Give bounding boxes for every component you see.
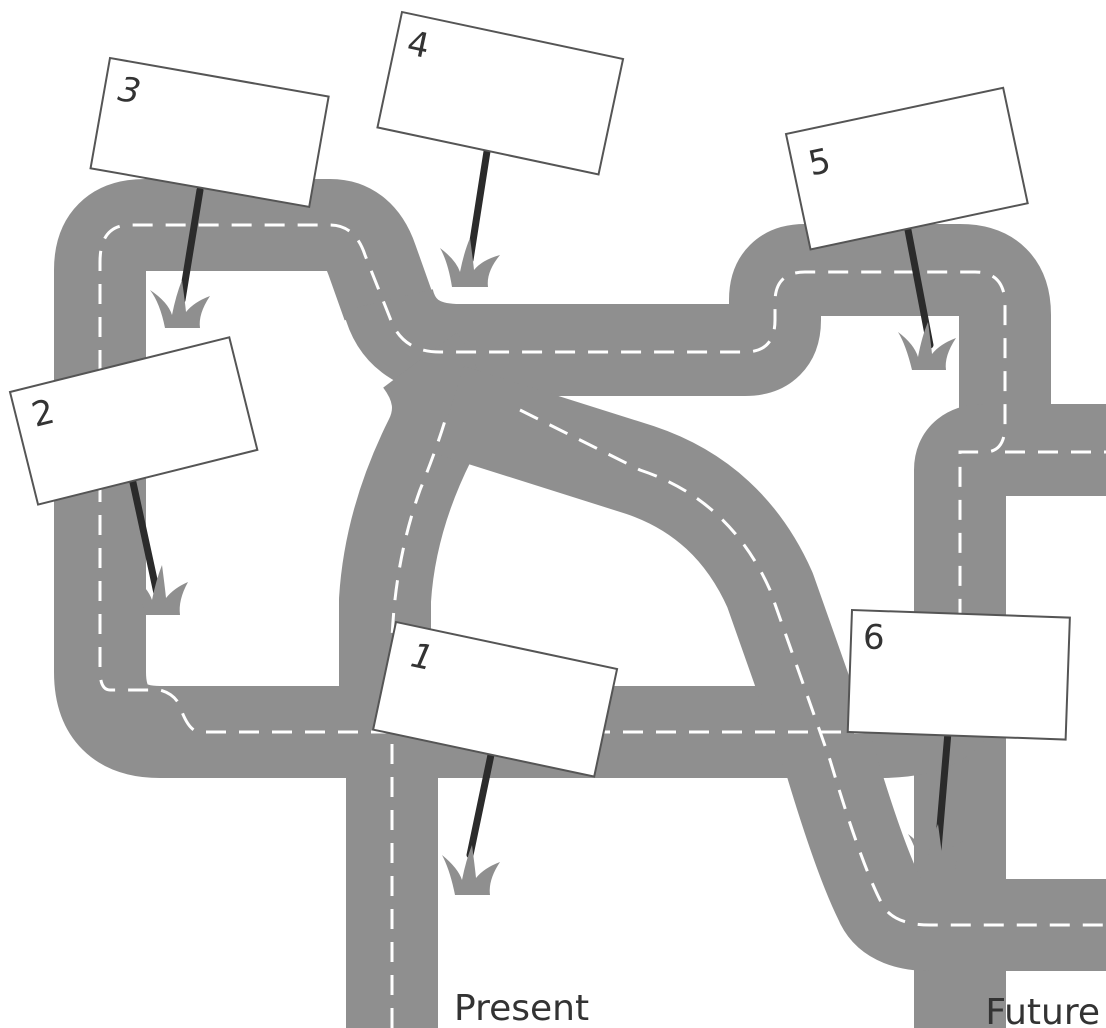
post-4 — [466, 141, 492, 264]
sign-2: 2 — [8, 336, 259, 506]
grass-6-icon — [908, 824, 966, 872]
sign-1: 1 — [371, 620, 619, 778]
sign-5-board[interactable] — [784, 86, 1029, 251]
grass-5-icon — [898, 322, 956, 370]
road-center-north — [339, 332, 484, 732]
post-2 — [128, 474, 162, 602]
sign-1-board[interactable] — [371, 620, 619, 778]
post-3 — [178, 186, 204, 304]
sign-5: 5 — [784, 86, 1029, 251]
dash-west-loop — [98, 223, 1007, 1028]
sign-4: 4 — [376, 10, 625, 176]
road-west-loop — [54, 179, 438, 1028]
sign-6-board[interactable] — [846, 608, 1071, 741]
sign-3-board[interactable] — [89, 56, 330, 209]
sign-3: 3 — [89, 56, 330, 209]
post-6 — [934, 728, 952, 854]
grass-2-icon — [132, 565, 188, 615]
sign-4-board[interactable] — [376, 10, 625, 176]
sign-6: 6 — [846, 608, 1071, 741]
post-5 — [904, 226, 934, 349]
grass-4-icon — [440, 238, 500, 287]
dash-diagonal — [519, 408, 1106, 927]
sign-posts — [128, 141, 952, 859]
grass-3-icon — [150, 280, 210, 328]
sign-2-board[interactable] — [8, 336, 259, 506]
future-label: Future — [985, 992, 1100, 1028]
grass-tufts — [132, 238, 966, 895]
grass-1-icon — [442, 845, 500, 895]
post-1 — [466, 746, 496, 859]
lane-markings — [98, 223, 1106, 1028]
dash-center-north — [390, 409, 450, 732]
sign-6-number: 6 — [862, 617, 885, 658]
present-label: Present — [454, 988, 589, 1028]
